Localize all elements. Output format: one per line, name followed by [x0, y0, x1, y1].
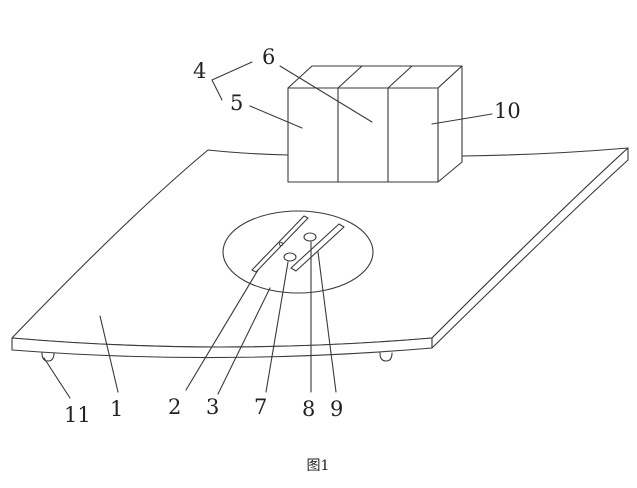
leader-6 — [279, 65, 373, 123]
box-module — [287, 65, 463, 183]
base-plate-right-edge — [431, 147, 629, 349]
leader-3 — [217, 287, 271, 395]
box-top-divider-1 — [337, 65, 363, 89]
leader-11 — [43, 357, 71, 399]
leader-5 — [249, 105, 303, 129]
label-10: 10 — [494, 99, 521, 123]
box-top-divider-2 — [387, 65, 413, 89]
leader-2 — [185, 269, 259, 391]
box-top-face — [287, 65, 463, 89]
leader-1 — [99, 315, 119, 393]
hole-7 — [283, 252, 297, 262]
reference-numerals: 4 6 5 10 11 1 2 3 7 8 9 — [64, 45, 521, 427]
label-5: 5 — [230, 91, 243, 115]
label-8: 8 — [302, 397, 315, 421]
leader-7 — [265, 261, 289, 393]
leader-4 — [211, 61, 253, 101]
figure-caption: 图1 — [307, 458, 330, 474]
label-7: 7 — [254, 395, 267, 419]
foot-left — [41, 352, 55, 362]
support-feet — [41, 352, 393, 362]
slot-left — [251, 215, 309, 273]
slot-dot — [278, 241, 284, 247]
label-2: 2 — [168, 395, 181, 419]
oval-plate-outline — [222, 210, 374, 294]
leader-9 — [317, 251, 337, 393]
label-11: 11 — [64, 403, 91, 427]
label-3: 3 — [206, 395, 219, 419]
foot-right — [379, 352, 393, 362]
oval-plate — [222, 210, 374, 294]
slot-right — [290, 223, 345, 272]
hole-8 — [303, 232, 317, 242]
label-4: 4 — [193, 59, 206, 83]
label-1: 1 — [110, 397, 123, 421]
leader-10 — [431, 113, 493, 125]
label-9: 9 — [330, 397, 343, 421]
label-6: 6 — [262, 45, 275, 69]
box-front-face — [287, 87, 439, 183]
leader-lines — [43, 61, 493, 399]
